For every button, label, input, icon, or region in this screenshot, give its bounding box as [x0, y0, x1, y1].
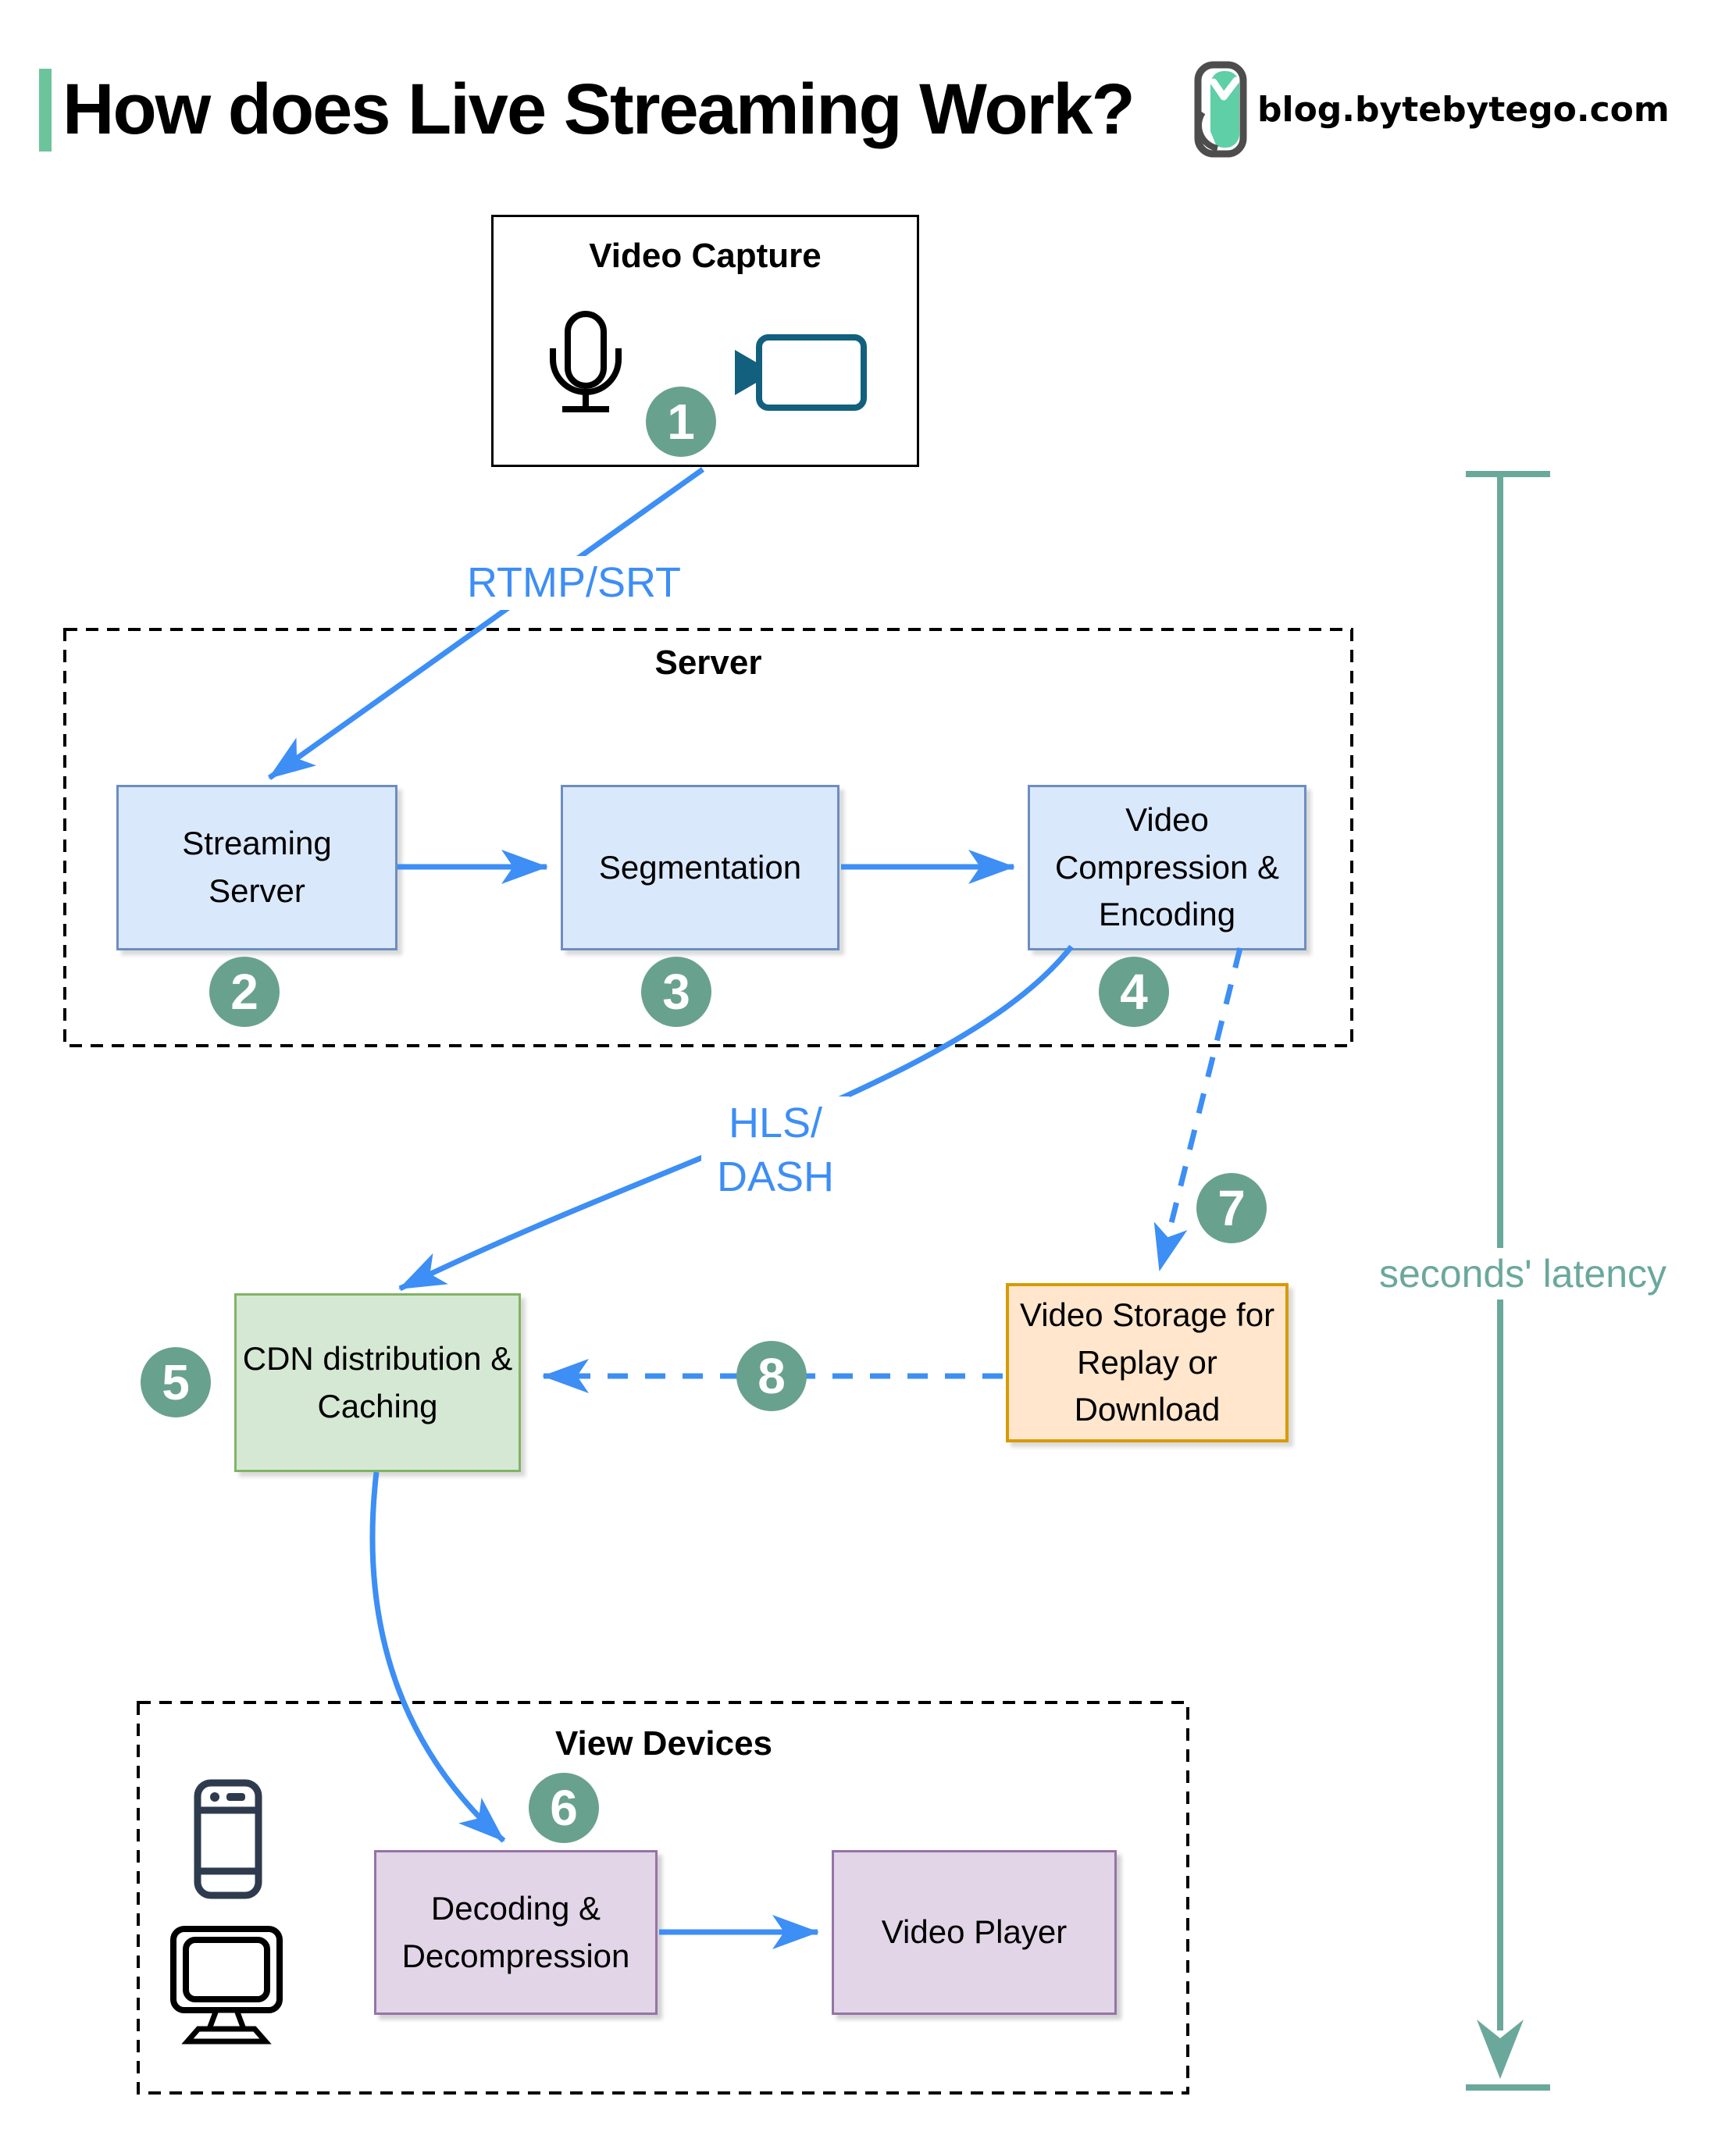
node-video-storage-label: Video Storage for Replay or Download: [1019, 1296, 1275, 1428]
latency-arrowhead-icon: [1477, 2020, 1524, 2079]
monitor-icon: [170, 1926, 283, 2045]
edge-label-hls: HLS/: [728, 1100, 823, 1146]
step-circle-5: 5: [141, 1347, 211, 1417]
node-video-player-label: Video Player: [881, 1913, 1068, 1951]
edge-label-rtmp-srt: RTMP/SRT: [449, 556, 699, 611]
edge-label-hls-dash: HLS/ DASH: [701, 1096, 850, 1205]
page-title: How does Live Streaming Work?: [62, 70, 1135, 149]
step-circle-2: 2: [209, 957, 280, 1027]
step-circle-4: 4: [1099, 957, 1169, 1027]
brand-url: blog.bytebytego.com: [1257, 89, 1670, 130]
node-streaming-server: Streaming Server: [116, 785, 397, 950]
node-streaming-server-label: Streaming Server: [182, 825, 332, 909]
latency-label: seconds' latency: [1349, 1248, 1696, 1300]
smartphone-icon: [194, 1779, 262, 1899]
step-circle-1: 1: [646, 387, 716, 457]
server-group-title: Server: [654, 644, 762, 682]
node-cdn-label: CDN distribution & Caching: [242, 1339, 513, 1424]
view-devices-group-title: View Devices: [554, 1724, 773, 1763]
title-accent-bar: [39, 69, 52, 152]
arrow-capture-to-streaming: [267, 467, 705, 780]
node-video-compression: Video Compression & Encoding: [1028, 785, 1306, 950]
step-circle-7: 7: [1196, 1173, 1267, 1243]
node-video-player: Video Player: [832, 1850, 1117, 2015]
node-segmentation: Segmentation: [561, 785, 839, 950]
arrow-cdn-to-decoding: [369, 1471, 506, 1843]
step-circle-8: 8: [736, 1341, 807, 1411]
brand: blog.bytebytego.com: [1193, 61, 1670, 158]
node-segmentation-label: Segmentation: [598, 848, 802, 886]
edge-label-dash: DASH: [716, 1153, 835, 1201]
step-circle-3: 3: [641, 957, 711, 1027]
node-decoding-label: Decoding & Decompression: [401, 1889, 630, 1974]
node-cdn: CDN distribution & Caching: [234, 1293, 521, 1472]
node-video-capture-label: Video Capture: [589, 237, 822, 275]
step-circle-6: 6: [529, 1773, 599, 1843]
node-video-storage: Video Storage for Replay or Download: [1006, 1283, 1289, 1442]
node-decoding: Decoding & Decompression: [374, 1850, 658, 2015]
bytebytego-logo-icon: [1194, 61, 1247, 158]
node-video-compression-label: Video Compression & Encoding: [1054, 800, 1280, 933]
page-header: How does Live Streaming Work?: [39, 69, 1135, 152]
